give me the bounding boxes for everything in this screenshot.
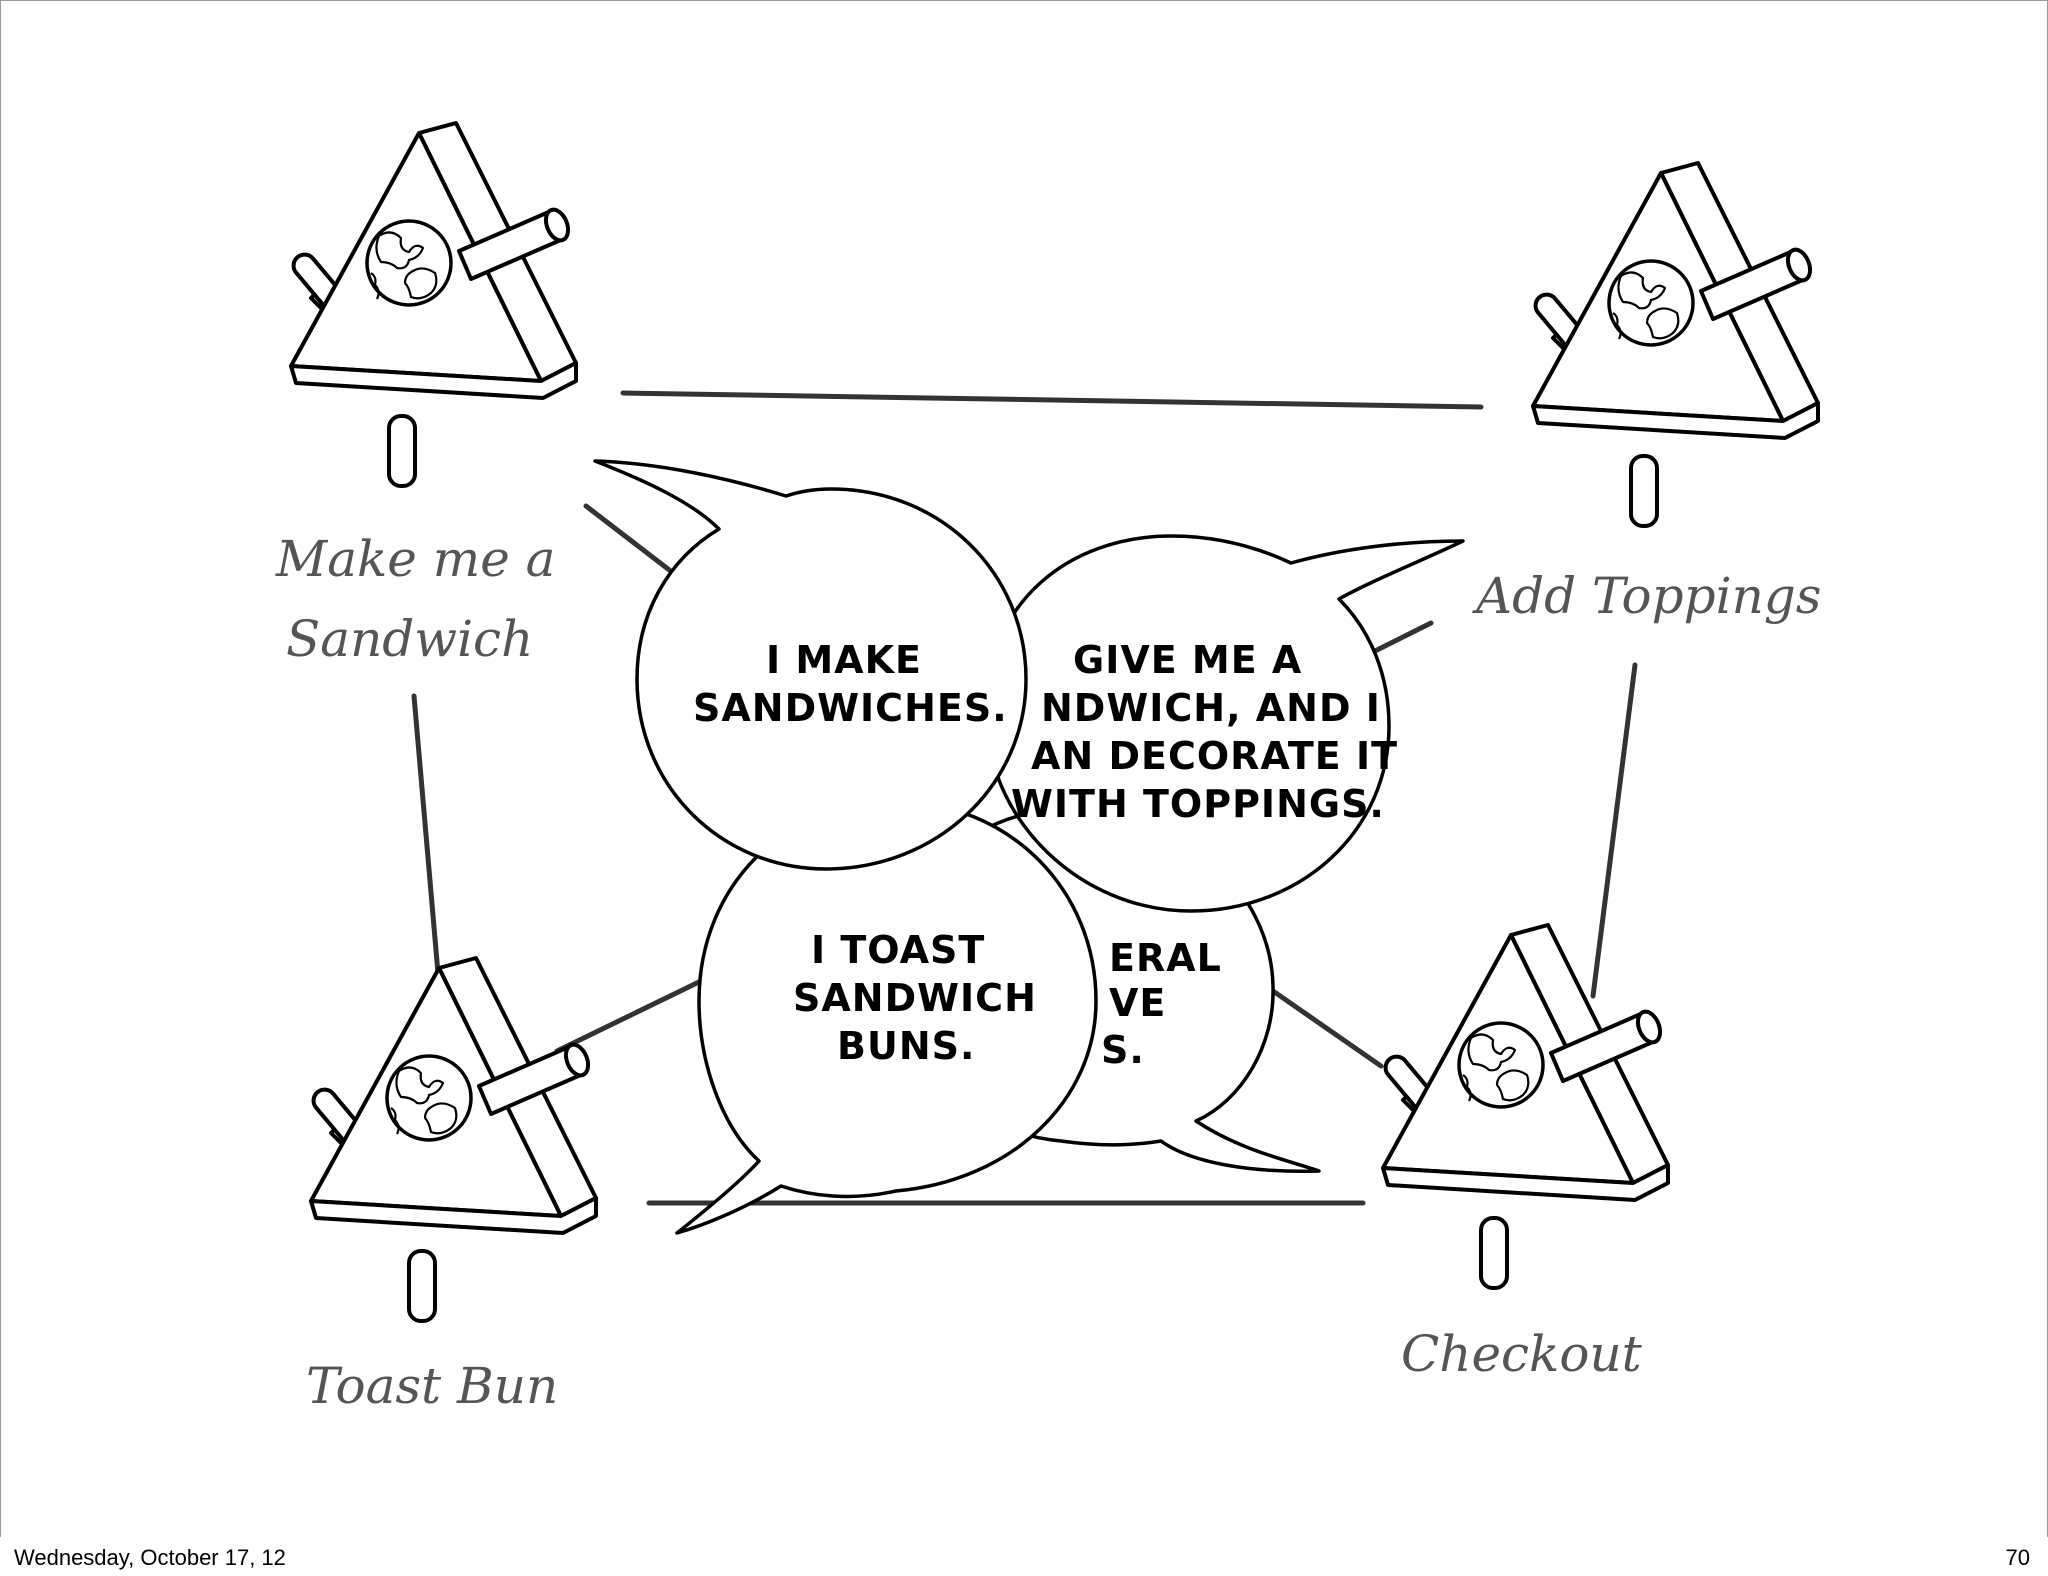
make-bubble-line2: SANDWICHES. — [693, 686, 1008, 730]
toppings-bubble-line2: NDWICH, AND I — [1041, 686, 1381, 730]
toppings-bubble-line4: WITH TOPPINGS. — [1011, 782, 1385, 826]
make-bubble-line1: I MAKE — [766, 638, 922, 682]
edge-checkout-center — [1270, 988, 1384, 1069]
edge-make-toppings — [620, 390, 1484, 410]
checkout-label: Checkout — [1401, 1325, 1643, 1383]
edge-toppings-checkout — [1590, 662, 1638, 999]
make-sandwich-node-icon — [287, 121, 578, 488]
toast-bubble-line1: I TOAST — [811, 928, 985, 972]
slide: Make me a Sandwich Add Toppings Toast Bu… — [0, 0, 2048, 1538]
checkout-node-icon — [1379, 923, 1670, 1290]
toppings-speech-bubble: GIVE ME A NDWICH, AND I AN DECORATE IT W… — [984, 534, 1465, 913]
page-number: 70 — [2005, 1545, 2030, 1570]
footer-date: Wednesday, October 17, 12 — [14, 1545, 286, 1570]
checkout-bubble-line3: S. — [1101, 1028, 1145, 1072]
make-speech-bubble: I MAKE SANDWICHES. — [593, 459, 1028, 871]
make-sandwich-label-line2: Sandwich — [286, 610, 533, 668]
checkout-bubble-line1: ERAL — [1109, 936, 1222, 980]
edge-toast-center — [554, 978, 704, 1054]
toast-bubble-line2: SANDWICH — [793, 976, 1037, 1020]
toppings-bubble-line3: AN DECORATE IT — [1031, 734, 1398, 778]
sandwich-service-diagram: Make me a Sandwich Add Toppings Toast Bu… — [275, 121, 1821, 1415]
make-sandwich-label-line1: Make me a — [275, 530, 556, 588]
slide-footer: Wednesday, October 17, 12 70 — [0, 1537, 2048, 1576]
edge-make-center — [583, 503, 684, 582]
edge-toppings-center — [1368, 620, 1434, 656]
checkout-bubble-line2: VE — [1109, 981, 1166, 1025]
toast-speech-bubble: I TOAST SANDWICH BUNS. — [675, 799, 1098, 1235]
toast-bubble-line3: BUNS. — [837, 1024, 975, 1068]
add-toppings-node-icon — [1529, 161, 1820, 528]
add-toppings-label: Add Toppings — [1472, 567, 1821, 625]
toast-bun-label: Toast Bun — [306, 1357, 558, 1415]
toast-bun-node-icon — [307, 956, 598, 1323]
toppings-bubble-line1: GIVE ME A — [1073, 638, 1302, 682]
